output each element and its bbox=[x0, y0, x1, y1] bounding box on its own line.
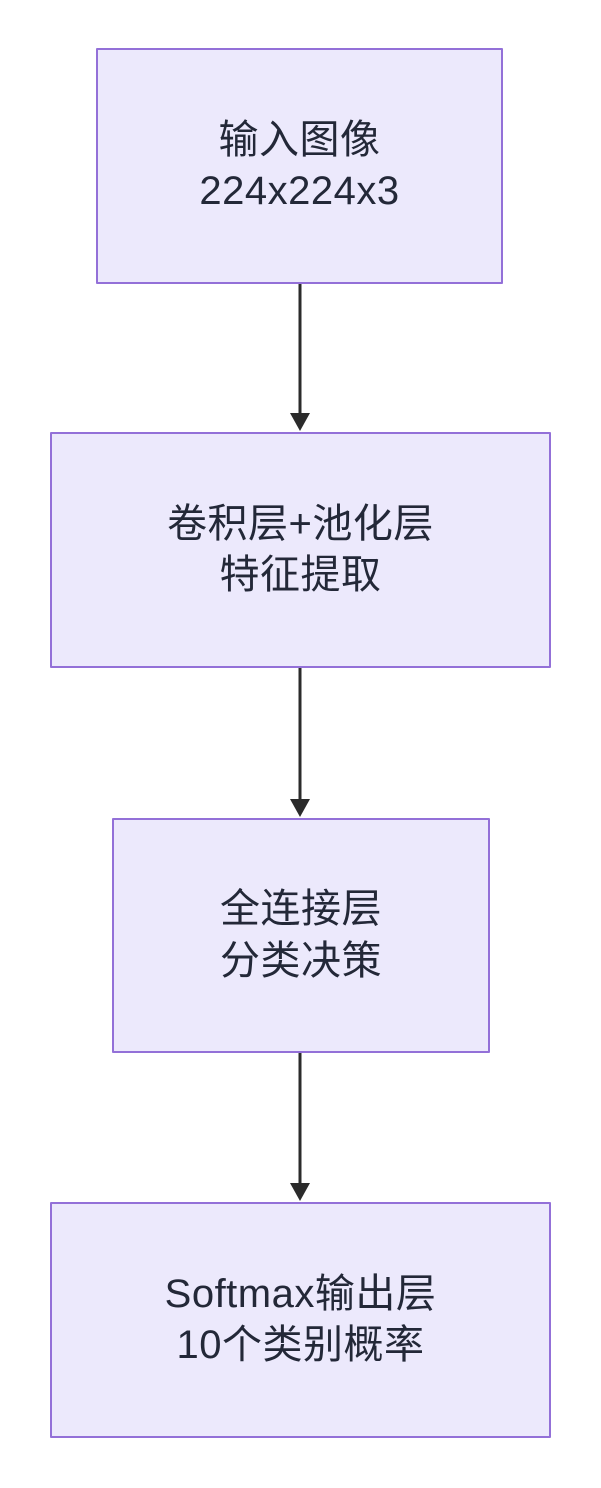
arrowhead-icon bbox=[290, 799, 310, 817]
arrowhead-icon bbox=[290, 1183, 310, 1201]
edge-fc-to-softmax bbox=[290, 1053, 310, 1201]
node-conv-pool-layer-line2: 特征提取 bbox=[219, 553, 382, 597]
node-input-image-line1: 输入图像 bbox=[218, 117, 381, 162]
node-fully-connected-layer[interactable]: 全连接层 分类决策 bbox=[112, 818, 490, 1053]
node-fully-connected-layer-line2: 分类决策 bbox=[220, 938, 382, 983]
node-conv-pool-layer-line1: 卷积层+池化层 bbox=[167, 501, 434, 546]
node-softmax-output-layer-line1: Softmax输出层 bbox=[164, 1271, 437, 1316]
arrowhead-icon bbox=[290, 413, 310, 431]
node-fully-connected-layer-line1: 全连接层 bbox=[220, 887, 382, 932]
node-conv-pool-layer[interactable]: 卷积层+池化层 特征提取 bbox=[50, 432, 551, 668]
edge-conv-pool-to-fc bbox=[290, 668, 310, 817]
node-input-image[interactable]: 输入图像 224x224x3 bbox=[96, 48, 503, 284]
node-softmax-output-layer[interactable]: Softmax输出层 10个类别概率 bbox=[50, 1202, 551, 1438]
edge-input-to-conv-pool bbox=[290, 284, 310, 431]
node-softmax-output-layer-line2: 10个类别概率 bbox=[176, 1323, 425, 1367]
node-input-image-line2: 224x224x3 bbox=[199, 169, 400, 213]
